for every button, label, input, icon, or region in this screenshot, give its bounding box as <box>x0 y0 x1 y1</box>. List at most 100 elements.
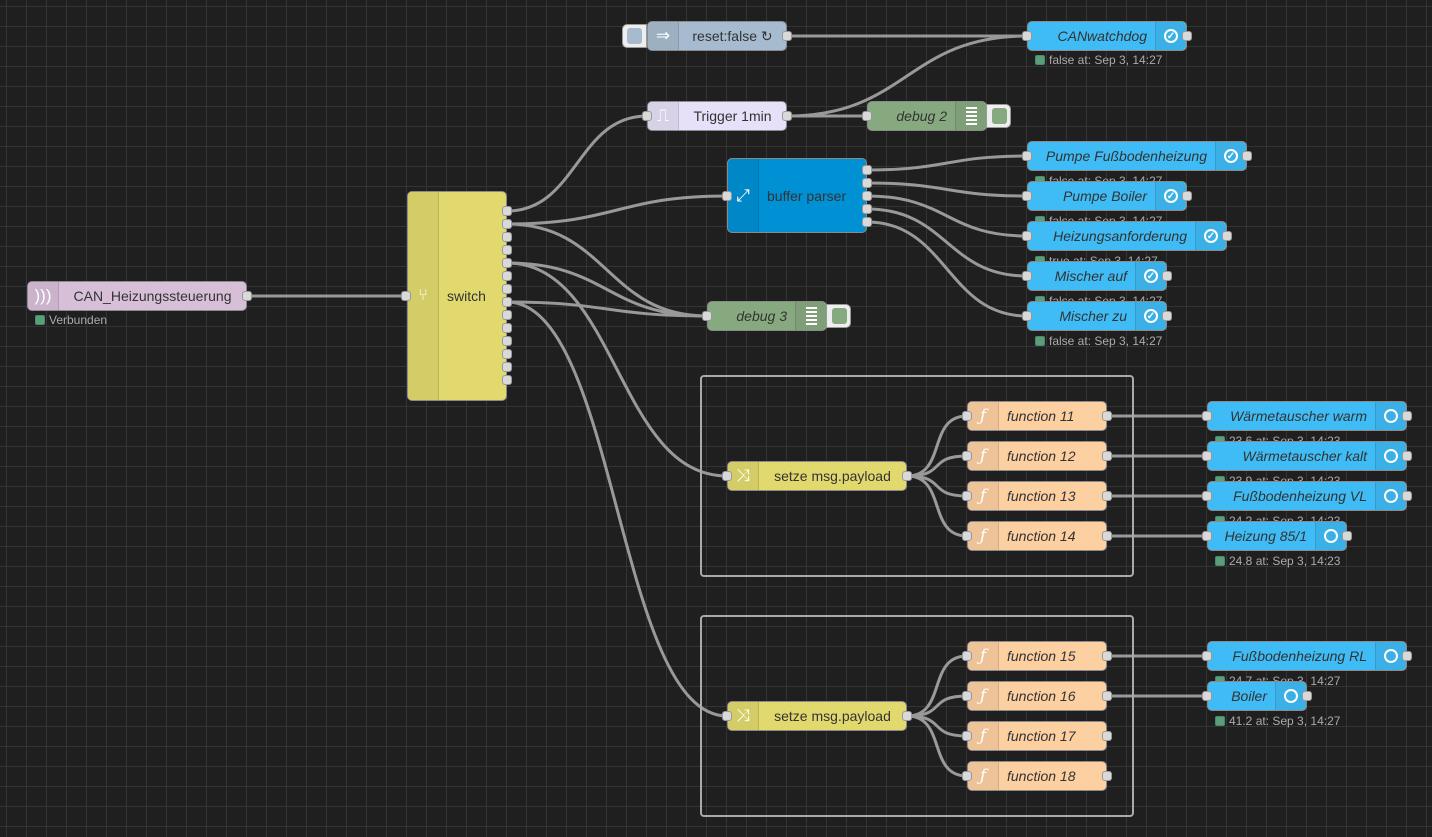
ui-input-port[interactable] <box>1022 151 1032 161</box>
trigger-output-port[interactable] <box>782 111 792 121</box>
ui-output-port[interactable] <box>1402 451 1412 461</box>
function-input-port[interactable] <box>962 491 972 501</box>
function-output-port[interactable] <box>1102 531 1112 541</box>
buffer-output-port[interactable] <box>862 217 872 227</box>
function-input-port[interactable] <box>962 771 972 781</box>
function-node[interactable]: ƒ function 12 <box>967 441 1107 471</box>
wire[interactable] <box>506 300 708 318</box>
function-node[interactable]: ƒ function 15 <box>967 641 1107 671</box>
ui-switch-node[interactable]: Pumpe Fußbodenheizung ✓ <box>1027 141 1247 171</box>
ui-output-port[interactable] <box>1402 651 1412 661</box>
switch-output-port[interactable] <box>502 284 512 294</box>
ui-text-node[interactable]: Heizung 85/1 <box>1207 521 1347 551</box>
switch-output-port[interactable] <box>502 271 512 281</box>
debug3-node[interactable]: debug 3 <box>707 301 827 331</box>
ui-input-port[interactable] <box>1022 311 1032 321</box>
ui-switch-node[interactable]: Heizungsanforderung ✓ <box>1027 221 1227 251</box>
wire[interactable] <box>866 207 1028 278</box>
watchdog-input-port[interactable] <box>1022 31 1032 41</box>
switch-output-port[interactable] <box>502 323 512 333</box>
ui-input-port[interactable] <box>1202 651 1212 661</box>
function-node[interactable]: ƒ function 16 <box>967 681 1107 711</box>
function-input-port[interactable] <box>962 691 972 701</box>
wire[interactable] <box>866 181 1028 198</box>
can-node[interactable]: ))) CAN_Heizungssteuerung <box>27 281 247 311</box>
ui-output-port[interactable] <box>1302 691 1312 701</box>
wire[interactable] <box>506 194 728 226</box>
debug3-toggle[interactable] <box>826 304 851 328</box>
ui-input-port[interactable] <box>1202 411 1212 421</box>
buffer-output-port[interactable] <box>862 165 872 175</box>
function-node[interactable]: ƒ function 18 <box>967 761 1107 791</box>
switch-output-port[interactable] <box>502 336 512 346</box>
ui-text-node[interactable]: Wärmetauscher kalt <box>1207 441 1407 471</box>
inject-node[interactable]: ⇒ reset:false ↻ <box>647 21 787 51</box>
change-input-port[interactable] <box>722 471 732 481</box>
inject-button[interactable] <box>622 24 647 48</box>
ui-text-node[interactable]: Fußbodenheizung RL <box>1207 641 1407 671</box>
function-output-port[interactable] <box>1102 451 1112 461</box>
ui-input-port[interactable] <box>1202 491 1212 501</box>
function-output-port[interactable] <box>1102 731 1112 741</box>
debug3-input-port[interactable] <box>702 311 712 321</box>
wire[interactable] <box>866 220 1028 318</box>
buffer-input-port[interactable] <box>722 191 732 201</box>
change-node[interactable]: ⤨ setze msg.payload <box>727 701 907 731</box>
function-node[interactable]: ƒ function 17 <box>967 721 1107 751</box>
switch-output-port[interactable] <box>502 232 512 242</box>
debug2-node[interactable]: debug 2 <box>867 101 987 131</box>
ui-switch-node[interactable]: Pumpe Boiler ✓ <box>1027 181 1187 211</box>
wire[interactable] <box>506 261 728 478</box>
ui-output-port[interactable] <box>1242 151 1252 161</box>
function-output-port[interactable] <box>1102 771 1112 781</box>
debug2-toggle[interactable] <box>986 104 1011 128</box>
function-input-port[interactable] <box>962 531 972 541</box>
watchdog-node[interactable]: CANwatchdog ✓ <box>1027 21 1187 51</box>
function-output-port[interactable] <box>1102 651 1112 661</box>
ui-text-node[interactable]: Wärmetauscher warm <box>1207 401 1407 431</box>
trigger-node[interactable]: ⎍ Trigger 1min <box>647 101 787 131</box>
ui-text-node[interactable]: Fußbodenheizung VL <box>1207 481 1407 511</box>
ui-switch-node[interactable]: Mischer auf ✓ <box>1027 261 1167 291</box>
function-node[interactable]: ƒ function 13 <box>967 481 1107 511</box>
ui-output-port[interactable] <box>1342 531 1352 541</box>
ui-input-port[interactable] <box>1022 271 1032 281</box>
ui-output-port[interactable] <box>1222 231 1232 241</box>
switch-output-port[interactable] <box>502 219 512 229</box>
wire[interactable] <box>506 261 708 318</box>
ui-input-port[interactable] <box>1202 531 1212 541</box>
trigger-input-port[interactable] <box>642 111 652 121</box>
ui-output-port[interactable] <box>1182 191 1192 201</box>
wire[interactable] <box>506 114 648 213</box>
change-output-port[interactable] <box>902 471 912 481</box>
ui-output-port[interactable] <box>1162 271 1172 281</box>
wire[interactable] <box>866 194 1028 238</box>
switch-output-port[interactable] <box>502 310 512 320</box>
switch-output-port[interactable] <box>502 245 512 255</box>
change-input-port[interactable] <box>722 711 732 721</box>
ui-input-port[interactable] <box>1202 451 1212 461</box>
group-1[interactable] <box>700 375 1134 577</box>
switch-output-port[interactable] <box>502 258 512 268</box>
switch-output-port[interactable] <box>502 362 512 372</box>
wire[interactable] <box>506 222 708 318</box>
ui-output-port[interactable] <box>1402 411 1412 421</box>
function-output-port[interactable] <box>1102 691 1112 701</box>
ui-input-port[interactable] <box>1022 231 1032 241</box>
wire[interactable] <box>866 154 1028 172</box>
switch-output-port[interactable] <box>502 297 512 307</box>
group-2[interactable] <box>700 615 1134 817</box>
function-output-port[interactable] <box>1102 411 1112 421</box>
ui-text-node[interactable]: Boiler <box>1207 681 1307 711</box>
function-input-port[interactable] <box>962 731 972 741</box>
change-node[interactable]: ⤨ setze msg.payload <box>727 461 907 491</box>
switch-node[interactable]: ⑂ switch <box>407 191 507 401</box>
ui-output-port[interactable] <box>1162 311 1172 321</box>
switch-output-port[interactable] <box>502 375 512 385</box>
switch-output-port[interactable] <box>502 206 512 216</box>
ui-output-port[interactable] <box>1402 491 1412 501</box>
function-node[interactable]: ƒ function 11 <box>967 401 1107 431</box>
switch-input-port[interactable] <box>401 291 411 301</box>
wire[interactable] <box>506 300 728 718</box>
function-input-port[interactable] <box>962 411 972 421</box>
